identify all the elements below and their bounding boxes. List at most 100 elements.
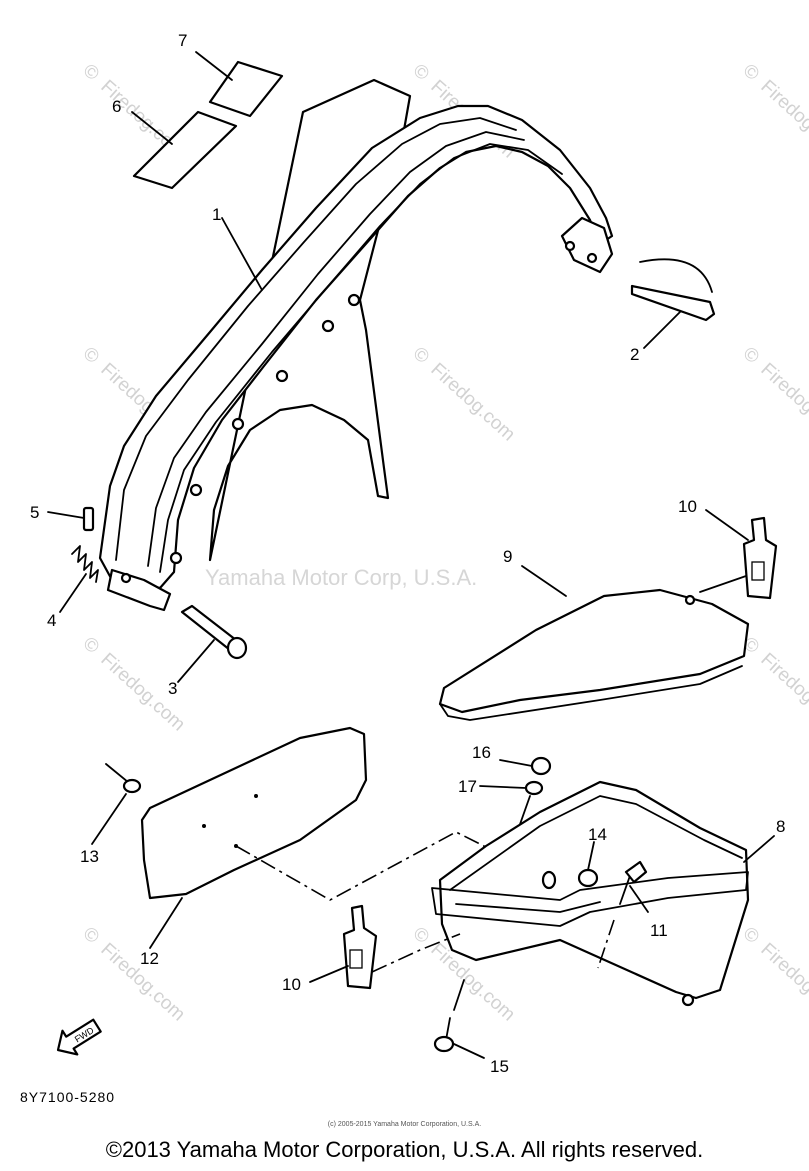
watermark-text: Firedog.com	[426, 359, 519, 445]
bolt-5	[82, 506, 95, 532]
toolbox-hole	[541, 870, 557, 890]
fender-bolt-hole	[564, 240, 576, 252]
leader-11	[629, 885, 649, 913]
panel-12-mark	[202, 824, 206, 828]
rear-fender	[98, 78, 614, 612]
leader-4	[59, 573, 87, 613]
toolbox-lip	[431, 871, 749, 927]
cover-9-edge	[439, 665, 743, 721]
leader-10-upper	[705, 509, 749, 541]
callout-16: 16	[472, 743, 491, 762]
fender-rear-bracket	[560, 216, 614, 274]
drawing-code: 8Y7100-5280	[20, 1089, 116, 1105]
callout-12: 12	[140, 949, 159, 968]
leader-13	[91, 793, 127, 845]
bolt-11-head	[624, 860, 648, 884]
callout-13: 13	[80, 847, 99, 866]
callout-5: 5	[30, 503, 39, 522]
fender-crest-3	[147, 131, 525, 567]
fender-bolt-hole	[347, 293, 361, 307]
callout-14: 14	[588, 825, 607, 844]
leader-9	[521, 565, 567, 597]
bracket-10-upper	[742, 516, 778, 600]
connector-12	[235, 831, 489, 901]
fender-bolt-hole	[275, 369, 289, 383]
callout-3: 3	[168, 679, 177, 698]
panel-12	[140, 726, 368, 900]
toolbox-foot	[681, 993, 695, 1007]
panel-12-mark	[254, 794, 258, 798]
callout-1: 1	[212, 205, 221, 224]
toolbox-rim	[449, 795, 743, 891]
fender-bolt-hole	[189, 483, 203, 497]
watermark-symbol: ©	[79, 633, 103, 658]
washer-14	[577, 868, 599, 888]
bracket-10-slot	[751, 561, 765, 581]
callout-8: 8	[776, 817, 785, 836]
fender-crest-1	[115, 117, 517, 561]
leader-3	[177, 639, 215, 683]
watermark-symbol: ©	[79, 60, 103, 85]
grommet-17	[524, 780, 544, 796]
fwd-arrow: FWD	[56, 1018, 102, 1056]
callout-15: 15	[490, 1057, 509, 1076]
spring-4	[71, 545, 99, 583]
screw-13-shaft	[105, 763, 129, 783]
leader-5	[47, 511, 85, 519]
connector-15	[453, 979, 465, 1011]
fender-bolt-hole	[169, 551, 183, 565]
watermark-symbol: ©	[409, 60, 433, 85]
fender-bolt-hole	[321, 319, 335, 333]
decal-7	[208, 60, 284, 118]
watermark-symbol: ©	[739, 923, 763, 948]
callout-4: 4	[47, 611, 56, 630]
callout-11: 11	[650, 921, 668, 940]
watermark-center-text: Yamaha Motor Corp, U.S.A.	[205, 565, 477, 590]
leader-14	[587, 841, 595, 871]
fender-bolt-hole	[231, 417, 245, 431]
toolbox-8	[431, 780, 750, 1007]
cover-9	[438, 588, 750, 714]
fender-crest-2	[159, 143, 563, 573]
watermark-symbol: ©	[409, 343, 433, 368]
watermark-symbol: ©	[739, 343, 763, 368]
callout-17: 17	[458, 777, 477, 796]
toolbox-body	[438, 780, 750, 1000]
leader-8	[743, 835, 775, 863]
screw-13-head	[122, 778, 142, 794]
watermark-text: Firedog.com	[756, 76, 809, 162]
clip-2	[630, 284, 716, 322]
connector-10-upper	[699, 575, 747, 593]
watermark-symbol: ©	[409, 923, 433, 948]
watermark-text: Firedog.com	[756, 939, 809, 1025]
decal-6	[132, 110, 238, 190]
callout-10-lower: 10	[282, 975, 301, 994]
callout-2: 2	[630, 345, 639, 364]
callout-7: 7	[178, 31, 187, 50]
leader-12	[149, 897, 183, 949]
connector-10-lower	[371, 933, 461, 973]
bracket-10-lower	[342, 904, 378, 990]
toolbox-inner-rail	[455, 901, 601, 913]
fender-bolt-hole	[586, 252, 598, 264]
leader-16	[499, 759, 533, 767]
leader-6	[131, 111, 173, 145]
leader-15	[453, 1043, 485, 1059]
leader-2	[643, 311, 681, 349]
small-copyright: (c) 2005-2015 Yamaha Motor Corporation, …	[327, 1121, 482, 1128]
bolt-15-head	[433, 1035, 455, 1053]
clip-2-curve	[639, 258, 713, 293]
watermark-symbol: ©	[739, 60, 763, 85]
callout-9: 9	[503, 547, 512, 566]
connector-11	[597, 919, 615, 969]
nut-16	[530, 756, 552, 776]
leader-17	[479, 785, 527, 789]
bracket-10-slot	[349, 949, 363, 969]
leader-1	[221, 217, 263, 291]
leader-10-lower	[309, 965, 349, 983]
cover-9-tab	[684, 594, 696, 606]
watermark-text: Firedog.com	[756, 649, 809, 735]
leader-7	[195, 51, 233, 81]
fender-bolt-hole	[120, 572, 132, 584]
